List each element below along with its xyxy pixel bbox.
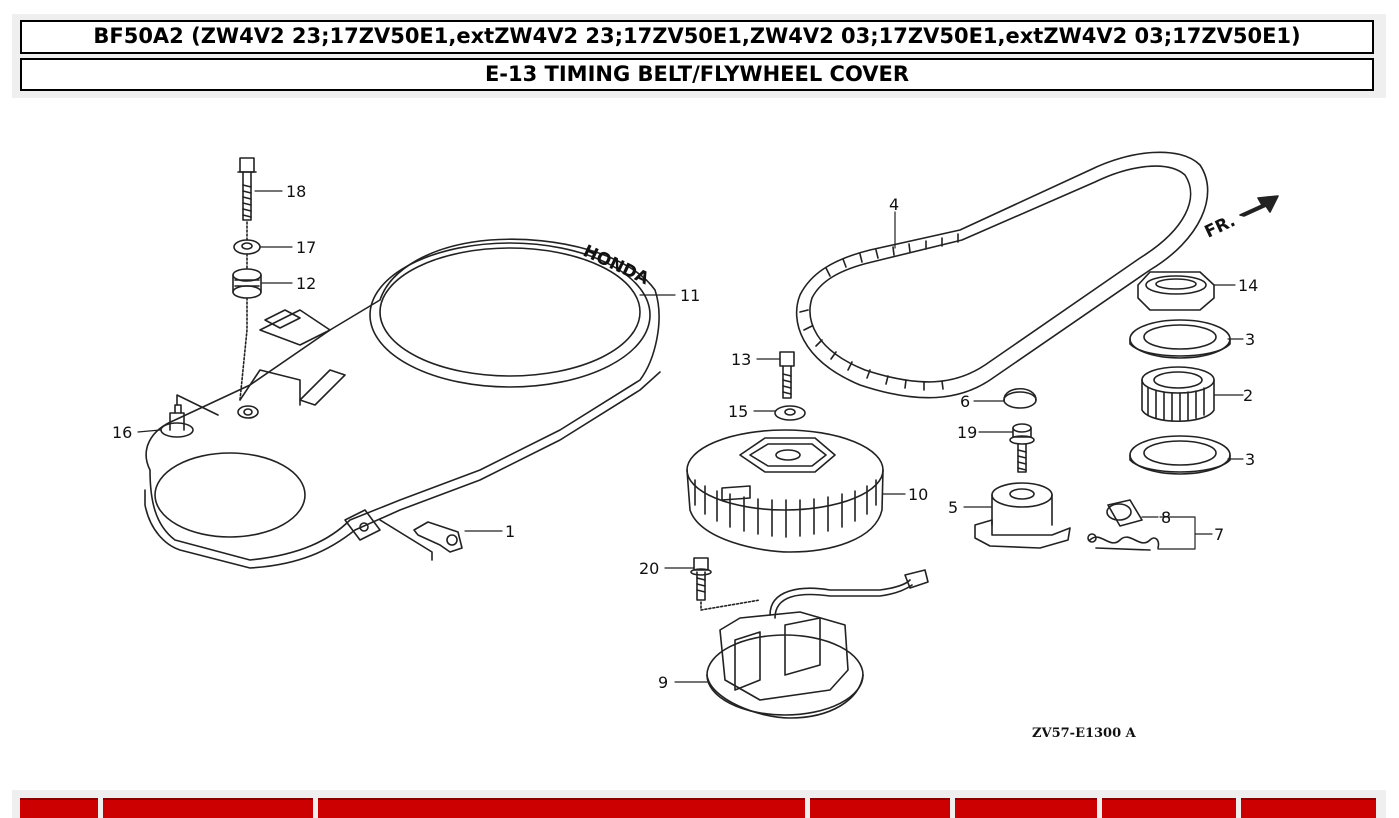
washer-3-top — [1129, 319, 1231, 359]
model-title: BF50A2 (ZW4V2 23;17ZV50E1,extZW4V2 23;17… — [20, 20, 1374, 54]
drawing-code: ZV57-E1300 A — [1032, 726, 1137, 741]
table-header-cell — [318, 798, 805, 818]
callout-3-bottom: 3 — [1245, 450, 1255, 469]
table-header-cell — [1102, 798, 1236, 818]
callout-6: 6 — [960, 392, 970, 411]
callout-17: 17 — [296, 238, 316, 257]
grommet-12 — [232, 268, 262, 299]
sprocket-2 — [1141, 366, 1215, 423]
bolt-20 — [690, 557, 712, 601]
parts-diagram: HONDA — [112, 151, 1279, 741]
table-header-cell — [955, 798, 1097, 818]
callout-20: 20 — [639, 559, 659, 578]
collar-8 — [1106, 499, 1143, 527]
callout-16: 16 — [112, 423, 132, 442]
callout-8: 8 — [1161, 508, 1171, 527]
callout-18: 18 — [286, 182, 306, 201]
callout-3-top: 3 — [1245, 330, 1255, 349]
washer-17 — [233, 239, 261, 255]
callout-7: 7 — [1214, 525, 1224, 544]
table-header-cell — [20, 798, 98, 818]
bolt-13 — [779, 351, 795, 399]
callout-12: 12 — [296, 274, 316, 293]
callout-5: 5 — [948, 498, 958, 517]
front-direction-arrow — [1239, 195, 1279, 217]
pulser-coil-9 — [706, 569, 929, 719]
parts-table-header-band — [12, 790, 1386, 818]
header-band: BF50A2 (ZW4V2 23;17ZV50E1,extZW4V2 23;17… — [12, 14, 1386, 98]
table-header-cell — [1241, 798, 1376, 818]
callout-19: 19 — [957, 423, 977, 442]
callout-15: 15 — [728, 402, 748, 421]
bolt-19 — [1009, 423, 1035, 473]
callout-11: 11 — [680, 286, 700, 305]
nut-14 — [1137, 271, 1215, 311]
washer-3-bottom — [1129, 435, 1231, 475]
spring-7 — [1087, 533, 1160, 551]
callout-9: 9 — [658, 673, 668, 692]
callout-1: 1 — [505, 522, 515, 541]
brand-mark: HONDA — [580, 241, 653, 289]
callout-4: 4 — [889, 195, 899, 214]
part-16 — [160, 404, 194, 438]
timing-belt-4 — [795, 151, 1209, 399]
callout-2: 2 — [1243, 386, 1253, 405]
bolt-18 — [237, 157, 257, 221]
tensioner-5 — [974, 482, 1071, 549]
callout-13: 13 — [731, 350, 751, 369]
table-header-cell — [103, 798, 313, 818]
parts-table-header-row — [20, 798, 1376, 818]
cap-6 — [1003, 387, 1037, 409]
clip-1 — [379, 519, 463, 561]
callout-14: 14 — [1238, 276, 1258, 295]
flywheel-cover — [144, 238, 661, 569]
callout-10: 10 — [908, 485, 928, 504]
direction-label: FR. — [1202, 211, 1239, 242]
table-header-cell — [810, 798, 950, 818]
section-title: E-13 TIMING BELT/FLYWHEEL COVER — [20, 58, 1374, 91]
pulley-10 — [686, 429, 884, 553]
washer-15 — [774, 405, 806, 421]
